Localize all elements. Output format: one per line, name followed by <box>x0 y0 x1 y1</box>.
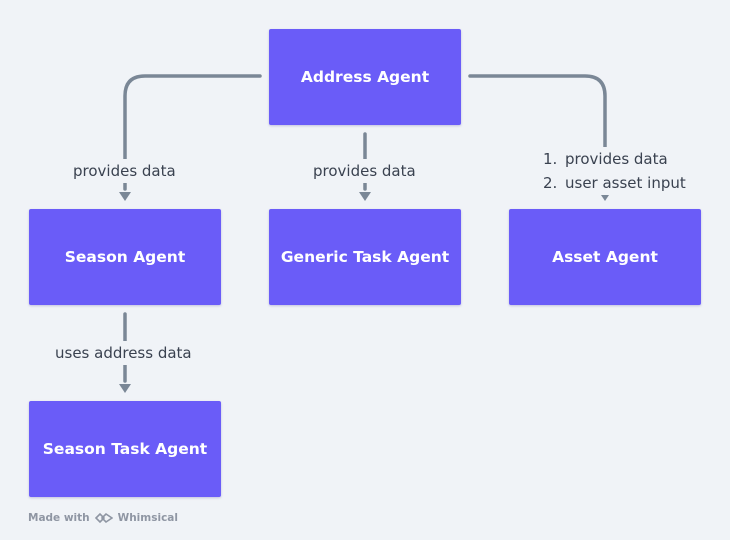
edge-label-season-seasontask: uses address data <box>55 341 192 365</box>
made-with-footer[interactable]: Made with Whimsical <box>28 511 178 525</box>
connector-address-season <box>123 74 262 191</box>
season-task-agent-node[interactable]: Season Task Agent <box>29 401 221 497</box>
edge-label-address-season: provides data <box>73 159 176 183</box>
address-agent-node[interactable]: Address Agent <box>269 29 461 125</box>
season-task-agent-label: Season Task Agent <box>42 440 208 458</box>
edge-label-address-generic: provides data <box>313 159 416 183</box>
list-number: 2. <box>543 174 558 192</box>
address-agent-label: Address Agent <box>300 68 430 86</box>
edge-label-address-asset: 1. provides data 2. user asset input <box>543 147 686 195</box>
season-agent-node[interactable]: Season Agent <box>29 209 221 305</box>
generic-task-agent-node[interactable]: Generic Task Agent <box>269 209 461 305</box>
made-with-text: Made with <box>28 512 90 524</box>
arrowhead-season <box>119 192 131 201</box>
edge-label-asset-item: 2. user asset input <box>543 171 686 195</box>
whimsical-logo-icon <box>94 512 113 524</box>
list-text: provides data <box>565 150 668 168</box>
arrowhead-generic <box>359 192 371 201</box>
asset-agent-label: Asset Agent <box>552 248 658 266</box>
arrowhead-season-task <box>119 384 131 393</box>
edge-label-asset-item: 1. provides data <box>543 147 686 171</box>
asset-agent-node[interactable]: Asset Agent <box>509 209 701 305</box>
list-text: user asset input <box>565 174 686 192</box>
connector-address-asset <box>468 74 607 191</box>
generic-task-agent-label: Generic Task Agent <box>280 248 450 266</box>
whimsical-brand-text: Whimsical <box>117 512 178 524</box>
season-agent-label: Season Agent <box>64 248 186 266</box>
list-number: 1. <box>543 150 558 168</box>
